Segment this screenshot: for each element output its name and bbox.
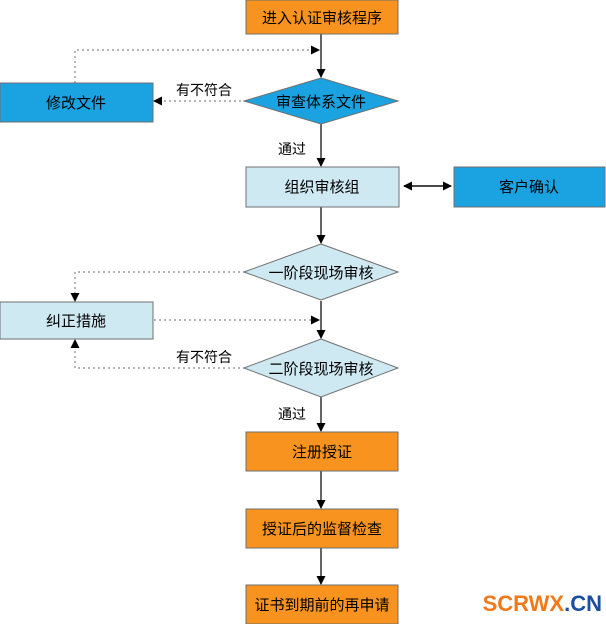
node-surveillance-label: 授证后的监督检查 [262, 520, 382, 538]
node-client-confirm-label: 客户确认 [499, 178, 559, 196]
node-client-confirm: 客户确认 [453, 166, 606, 208]
node-review-docs: 审查体系文件 [242, 77, 400, 125]
edge-label-review-pass: 通过 [278, 142, 306, 158]
watermark-main: SCRWX [483, 591, 565, 616]
node-start: 进入认证审核程序 [245, 0, 399, 35]
node-corrective: 纠正措施 [0, 301, 154, 340]
node-modify-docs-label: 修改文件 [46, 94, 106, 112]
node-stage2-label: 二阶段现场审核 [268, 360, 373, 378]
dotted-modify-to-main [74, 45, 320, 83]
watermark-suffix: .CN [564, 591, 602, 616]
dotted-stage2-to-corrective [70, 339, 245, 369]
node-register: 注册授证 [245, 431, 399, 472]
node-stage1-label: 一阶段现场审核 [268, 264, 373, 282]
node-modify-docs: 修改文件 [0, 82, 154, 123]
node-corrective-label: 纠正措施 [46, 312, 106, 330]
watermark: SCRWX.CN [483, 591, 602, 616]
connectors [316, 34, 452, 585]
node-register-label: 注册授证 [292, 443, 352, 461]
node-review-docs-label: 审查体系文件 [276, 93, 366, 111]
node-surveillance: 授证后的监督检查 [245, 508, 399, 549]
edge-label-stage2-fail: 有不符合 [176, 350, 232, 366]
edge-label-stage2-pass: 通过 [278, 407, 306, 423]
node-reapply: 证书到期前的再申请 [245, 584, 399, 624]
node-form-team-label: 组织审核组 [284, 178, 359, 196]
dotted-stage1-to-corrective [70, 271, 245, 302]
node-stage2: 二阶段现场审核 [242, 338, 400, 398]
edge-label-review-fail: 有不符合 [176, 83, 232, 99]
node-start-label: 进入认证审核程序 [262, 9, 382, 27]
node-stage1: 一阶段现场审核 [242, 243, 400, 301]
dotted-connectors [70, 45, 320, 369]
node-form-team: 组织审核组 [245, 166, 400, 208]
node-reapply-label: 证书到期前的再申请 [254, 596, 389, 614]
